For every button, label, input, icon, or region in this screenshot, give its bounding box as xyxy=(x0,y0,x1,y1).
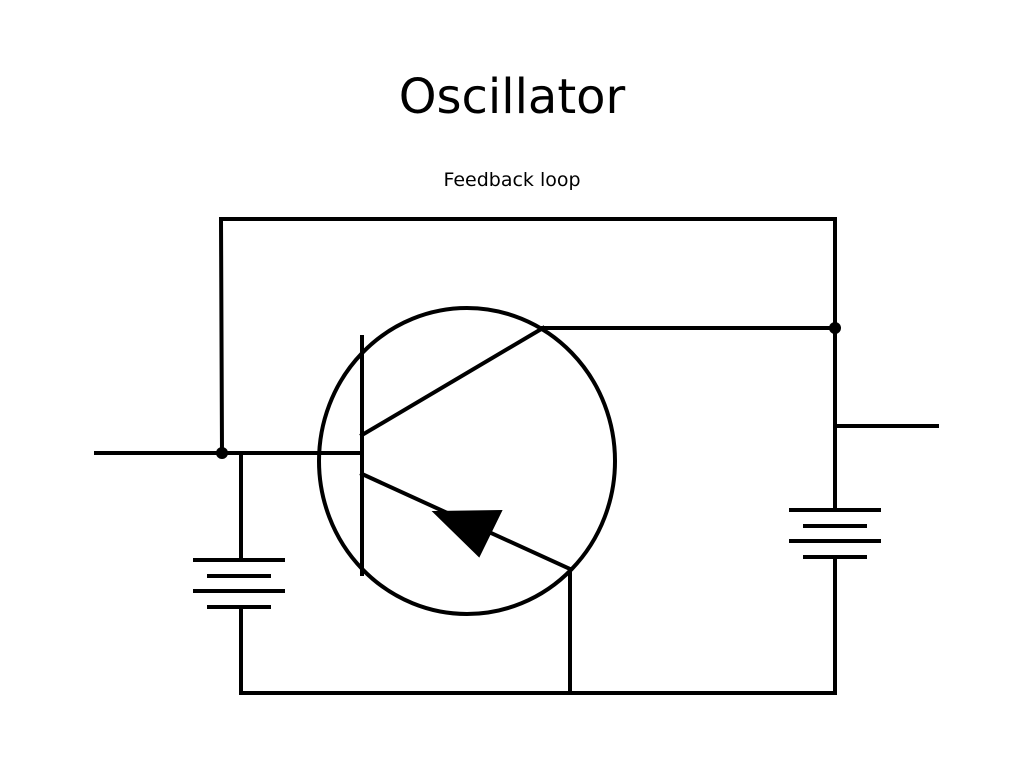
transistor-envelope xyxy=(317,306,617,616)
feedback-loop-label: Feedback loop xyxy=(443,169,581,191)
feedback-loop-wire xyxy=(218,217,837,456)
slide-title: Oscillator xyxy=(398,69,626,125)
emitter-arrow-icon xyxy=(431,509,503,558)
junction-dot-left xyxy=(216,447,228,459)
transistor-collector-lead xyxy=(359,325,546,438)
junction-dot-right xyxy=(829,322,841,334)
